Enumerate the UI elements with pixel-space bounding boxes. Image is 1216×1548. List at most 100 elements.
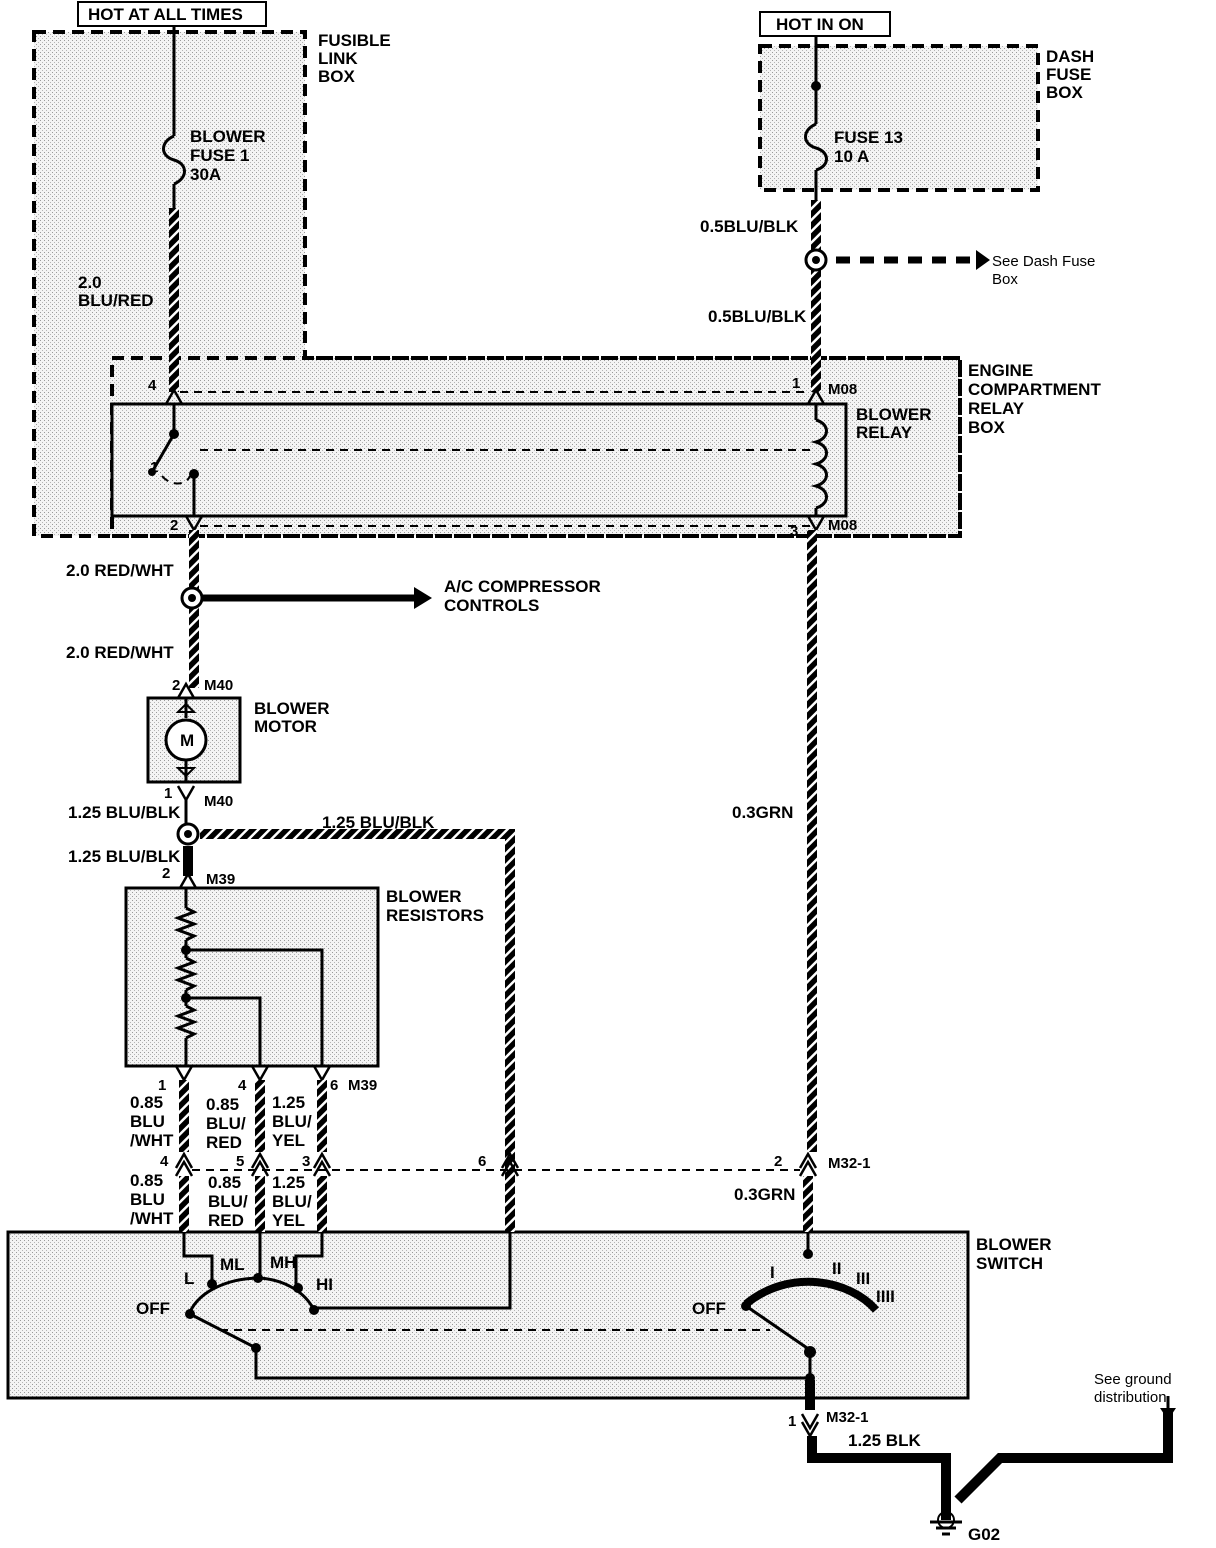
ecrb-label-4: BOX	[968, 418, 1006, 437]
blower-resistors-label-1: BLOWER	[386, 887, 462, 906]
pin-2-relay: 2	[170, 517, 178, 534]
ecrb-label-3: RELAY	[968, 399, 1025, 418]
blu-wht-lower-3: /WHT	[130, 1209, 174, 1228]
motor-pin-1: 1	[164, 785, 172, 802]
ground-g02-icon	[930, 1511, 962, 1536]
wire-125-blk	[807, 1436, 951, 1520]
wire-05-blu-blk-label-b: 0.5BLU/BLK	[708, 307, 807, 326]
switch-pin-5: 5	[236, 1153, 244, 1170]
resistor-2-icon	[173, 956, 199, 992]
blu-red-upper-1: 0.85	[206, 1095, 239, 1114]
switch-hi-label: HI	[316, 1275, 333, 1294]
see-ground-label-1: See ground	[1094, 1371, 1172, 1388]
m08-bottom-label: M08	[828, 517, 857, 534]
blu-wht-lower-2: BLU	[130, 1190, 165, 1209]
blu-wht-lower-1: 0.85	[130, 1171, 163, 1190]
dash-fuse-box-label-3: BOX	[1046, 83, 1084, 102]
pin4-connector	[164, 387, 184, 405]
relay-switch-pin-1: 1	[150, 459, 158, 476]
blu-yel-upper-3: YEL	[272, 1131, 305, 1150]
blu-red-lower-3: RED	[208, 1211, 244, 1230]
switch-pos-i: I	[770, 1263, 775, 1282]
blu-red-lower-2: BLU/	[208, 1192, 248, 1211]
blu-red-upper-3: RED	[206, 1133, 242, 1152]
blu-red-upper-2: BLU/	[206, 1114, 246, 1133]
hot-in-on-box	[759, 11, 891, 37]
wire-red-wht-label-b: 2.0 RED/WHT	[66, 643, 174, 662]
m32-1-bottom-label: M32-1	[826, 1409, 869, 1426]
fusible-link-box-label-3: BOX	[318, 67, 356, 86]
switch-pin-4: 4	[160, 1153, 169, 1170]
fuse13-label-1: FUSE 13	[834, 128, 903, 147]
pin-4-relay: 4	[148, 377, 157, 394]
switch-mh-label: MH	[270, 1253, 296, 1272]
blower-relay-label-2: RELAY	[856, 423, 913, 442]
ecrb-label-2: COMPARTMENT	[968, 380, 1101, 399]
fuse13-icon	[804, 122, 828, 172]
m08-top-label: M08	[828, 381, 857, 398]
pin-3-relay: 3	[790, 523, 798, 540]
blower-motor-label-2: MOTOR	[254, 717, 317, 736]
ac-label-1: A/C COMPRESSOR	[444, 577, 601, 596]
relay-coil-icon	[810, 418, 828, 510]
switch-ground-pin-1: 1	[788, 1413, 796, 1430]
dash-fuse-box-label-2: FUSE	[1046, 65, 1091, 84]
wire-125-blu-blk-label-a: 1.25 BLU/BLK	[68, 803, 181, 822]
pin1-connector	[806, 387, 826, 405]
wire-125-blu-blk-label-c: 1.25 BLU/BLK	[68, 847, 181, 866]
ground-distribution-arrow	[1160, 1408, 1176, 1420]
see-ground-label-2: distribution	[1094, 1389, 1167, 1406]
m39-top-label: M39	[206, 871, 235, 888]
dash-fuse-box-label-1: DASH	[1046, 47, 1094, 66]
switch-contact-arc-left	[188, 1276, 316, 1313]
resistor-pin2-connector	[178, 871, 198, 889]
wire-03-grn-label-b: 0.3GRN	[734, 1185, 795, 1204]
see-dash-fuse-label-1: See Dash Fuse	[992, 253, 1095, 270]
blower-switch-label-1: BLOWER	[976, 1235, 1052, 1254]
blu-wht-upper-3: /WHT	[130, 1131, 174, 1150]
motor-pin2-connector	[176, 681, 196, 699]
resistor-1-icon	[173, 906, 199, 942]
fusible-link-box-label-2: LINK	[318, 49, 358, 68]
hot-in-on-label: HOT IN ON	[776, 15, 864, 34]
g02-label: G02	[968, 1525, 1000, 1544]
blu-yel-lower-3: YEL	[272, 1211, 305, 1230]
wire-03-grn-label-a: 0.3GRN	[732, 803, 793, 822]
wire-red-wht-label-a: 2.0 RED/WHT	[66, 561, 174, 580]
blu-wht-upper-2: BLU	[130, 1112, 165, 1131]
switch-l-label: L	[184, 1269, 194, 1288]
switch-pin-6: 6	[478, 1153, 486, 1170]
switch-arm-right	[745, 1304, 811, 1352]
switch-pos-ii: II	[832, 1259, 841, 1278]
dash-fuse-arrowhead	[976, 250, 990, 270]
switch-off-right-label: OFF	[692, 1299, 726, 1318]
m32-1-top-label: M32-1	[828, 1155, 871, 1172]
switch-pin-2: 2	[774, 1153, 782, 1170]
blower-switch-box	[6, 1230, 970, 1400]
blu-yel-lower-1: 1.25	[272, 1173, 305, 1192]
blower-fuse-label-2: FUSE 1	[190, 146, 250, 165]
switch-pin-3: 3	[302, 1153, 310, 1170]
blower-relay-label-1: BLOWER	[856, 405, 932, 424]
blu-yel-upper-1: 1.25	[272, 1093, 305, 1112]
resistor-pin-2: 2	[162, 865, 170, 882]
switch-pos-iii: III	[856, 1269, 870, 1288]
wire-125-blu-blk-label-b: 1.25 BLU/BLK	[322, 813, 435, 832]
ac-label-2: CONTROLS	[444, 596, 539, 615]
switch-pos-iiii: IIII	[876, 1287, 895, 1306]
ac-compressor-arrowhead	[414, 587, 432, 609]
blu-wht-upper-1: 0.85	[130, 1093, 163, 1112]
resistor-pin-4: 4	[238, 1077, 247, 1094]
hot-at-all-times-box	[77, 1, 267, 27]
fusible-link-box-label-1: FUSIBLE	[318, 31, 391, 50]
resistor-pin-6: 6	[330, 1077, 338, 1094]
pin-1-relay: 1	[792, 375, 800, 392]
motor-pin1-connector	[176, 785, 196, 803]
blower-relay-box	[110, 402, 848, 518]
ecrb-label-1: ENGINE	[968, 361, 1033, 380]
blower-fuse-label-3: 30A	[190, 165, 221, 184]
blower-motor-label-1: BLOWER	[254, 699, 330, 718]
hot-at-all-times-label: HOT AT ALL TIMES	[88, 5, 243, 24]
blower-resistors-box	[124, 886, 380, 1068]
